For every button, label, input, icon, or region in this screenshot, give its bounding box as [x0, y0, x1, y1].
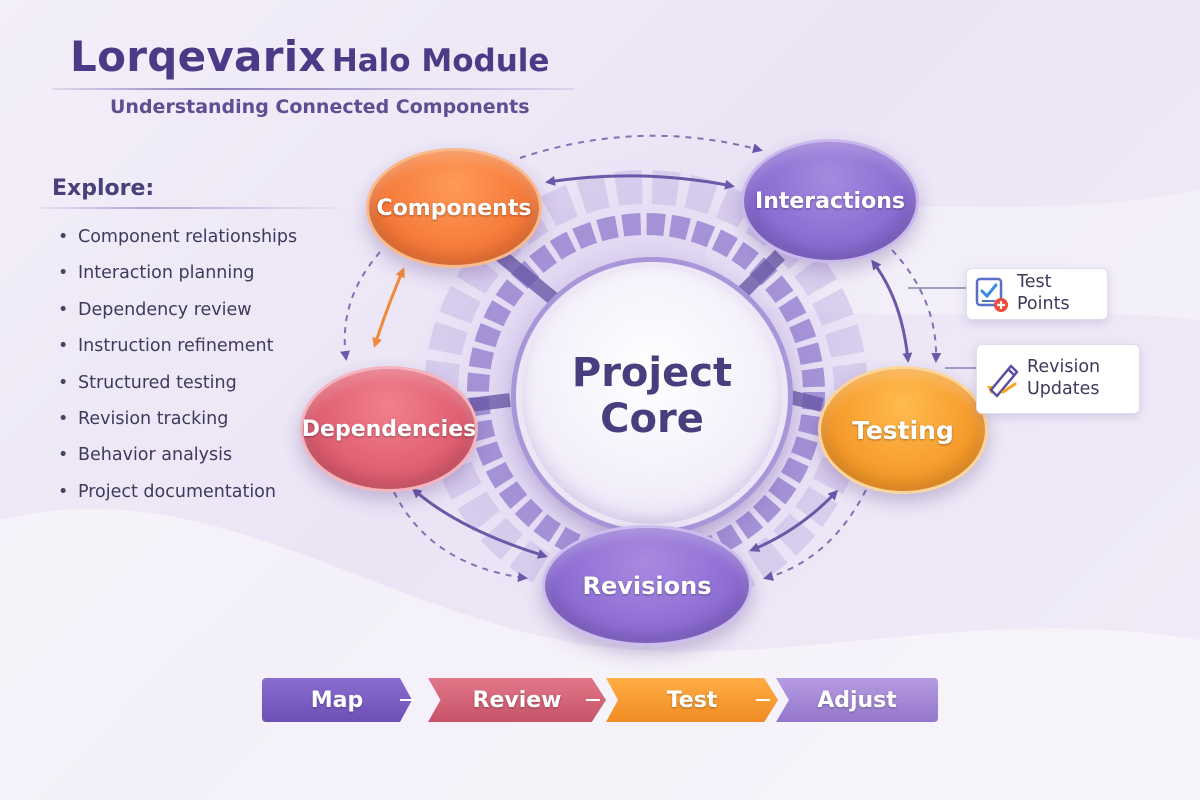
callout-test-points: Test Points [966, 268, 1108, 320]
list-item-label: Dependency review [78, 299, 252, 320]
bullet-icon: • [58, 299, 69, 320]
spoke-dependencies [469, 393, 511, 412]
title-main: Lorqevarix [70, 32, 326, 81]
callout-test-points-label: Test Points [1017, 272, 1070, 314]
workflow-connector [586, 699, 600, 701]
workflow-step-test: Test [606, 678, 778, 722]
title-divider [52, 88, 574, 90]
bullet-icon: • [58, 336, 69, 357]
project-core-label: Project Core [571, 350, 733, 442]
list-item-label: Interaction planning [78, 263, 255, 284]
bullet-icon: • [58, 408, 69, 429]
dashed-arrow-components-dependencies [340, 251, 381, 361]
bullet-icon: • [58, 372, 69, 393]
list-item-label: Instruction refinement [78, 336, 274, 357]
bullet-icon: • [58, 227, 69, 247]
spoke-components [495, 249, 560, 306]
bullet-icon: • [58, 263, 69, 284]
list-item: • Instruction refinement [58, 331, 348, 367]
workflow-connector [400, 699, 414, 701]
workflow-step-adjust: Adjust [776, 678, 938, 722]
bullet-icon: • [58, 481, 69, 502]
list-item: • Interaction planning [58, 258, 348, 294]
arrow-components-interactions [545, 174, 735, 190]
arrow-components-dependencies [372, 267, 405, 348]
explore-heading: Explore: [52, 176, 155, 201]
explore-divider [40, 207, 340, 209]
bullet-icon: • [58, 445, 69, 466]
explore-list: • Component relationships • Interaction pl… [58, 222, 348, 513]
list-item: • Project documentation [58, 477, 348, 513]
list-item: • Structured testing [58, 368, 348, 404]
list-item-label: Structured testing [78, 372, 237, 393]
list-item-label: Component relationships [78, 227, 298, 247]
arrow-dependencies-revisions [411, 488, 548, 559]
title-sub: Halo Module [331, 43, 550, 79]
workflow-step-map: Map [262, 678, 412, 722]
checklist-icon [975, 277, 1008, 312]
workflow-step-review: Review [428, 678, 606, 722]
background-wave [0, 508, 1200, 800]
node-interactions: Interactions [741, 139, 919, 263]
node-components: Components [366, 148, 542, 268]
arrow-interactions-testing [871, 259, 913, 363]
pencil-icon [987, 364, 1019, 398]
node-testing: Testing [818, 366, 988, 494]
arrow-testing-revisions [749, 489, 839, 552]
dashed-arrow-components-interactions [519, 134, 763, 159]
page-subtitle: Understanding Connected Components [110, 96, 530, 118]
core-ring-inner [467, 213, 825, 571]
node-dependencies: Dependencies [300, 366, 478, 492]
dashed-arrow-testing-revisions [763, 489, 867, 581]
list-item: • Behavior analysis [58, 440, 348, 476]
spoke-interactions [730, 250, 785, 305]
project-core-node: Project Core [516, 262, 788, 530]
workflow-connector [756, 699, 770, 701]
callout-revision-updates: Revision Updates [976, 344, 1140, 414]
node-revisions: Revisions [542, 525, 752, 646]
spoke-testing [780, 388, 824, 412]
list-item: • Component relationships [58, 222, 348, 258]
list-item-label: Project documentation [78, 481, 276, 502]
list-item: • Revision tracking [58, 404, 348, 440]
list-item-label: Revision tracking [78, 408, 229, 429]
list-item-label: Behavior analysis [78, 445, 233, 466]
list-item: • Dependency review [58, 295, 348, 331]
callout-revision-updates-label: Revision Updates [1027, 357, 1101, 399]
